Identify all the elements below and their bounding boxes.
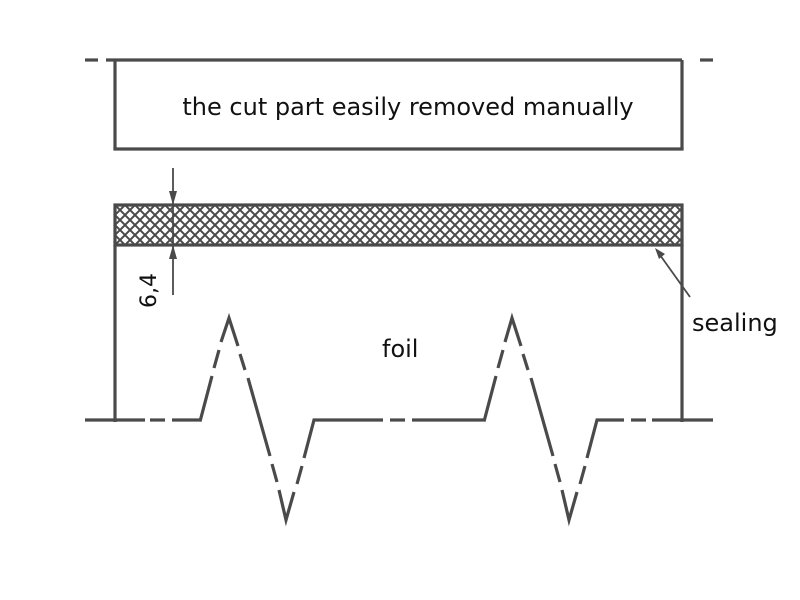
dimension-label: 6,4 <box>137 273 162 308</box>
zigzag-segment <box>246 377 272 457</box>
zigzag-dash <box>295 465 304 485</box>
zigzag-segment <box>302 418 383 459</box>
zigzag-dash <box>496 349 505 369</box>
sealing-band-hatch <box>115 205 682 245</box>
sealing-leader-line <box>659 254 691 298</box>
zigzag-segment <box>529 377 555 457</box>
foil-label: foil <box>382 335 418 363</box>
zigzag-dash <box>270 463 279 483</box>
cut-part-label: the cut part easily removed manually <box>182 93 633 121</box>
zigzag-dash <box>553 463 562 483</box>
zigzag-segment <box>198 375 214 422</box>
sealing-label: sealing <box>692 309 778 337</box>
zigzag-dash <box>578 465 587 485</box>
zigzag-peak <box>503 312 523 347</box>
zigzag-dash <box>212 349 221 369</box>
zigzag-valley <box>560 489 579 527</box>
zigzag-dash <box>521 353 530 371</box>
arrowhead-up-icon <box>169 245 177 259</box>
zigzag-segment <box>585 418 624 459</box>
sealing-band-outline <box>113 203 684 247</box>
zigzag-dash <box>238 353 247 371</box>
arrowhead-down-icon <box>169 191 177 205</box>
sealing-leader-arrowhead-icon <box>655 248 665 259</box>
break-line <box>85 312 713 527</box>
zigzag-peak <box>219 312 240 347</box>
zigzag-segment <box>482 375 498 422</box>
zigzag-valley <box>277 489 296 527</box>
cut-part-box <box>85 58 713 151</box>
thickness-dimension <box>169 168 177 295</box>
